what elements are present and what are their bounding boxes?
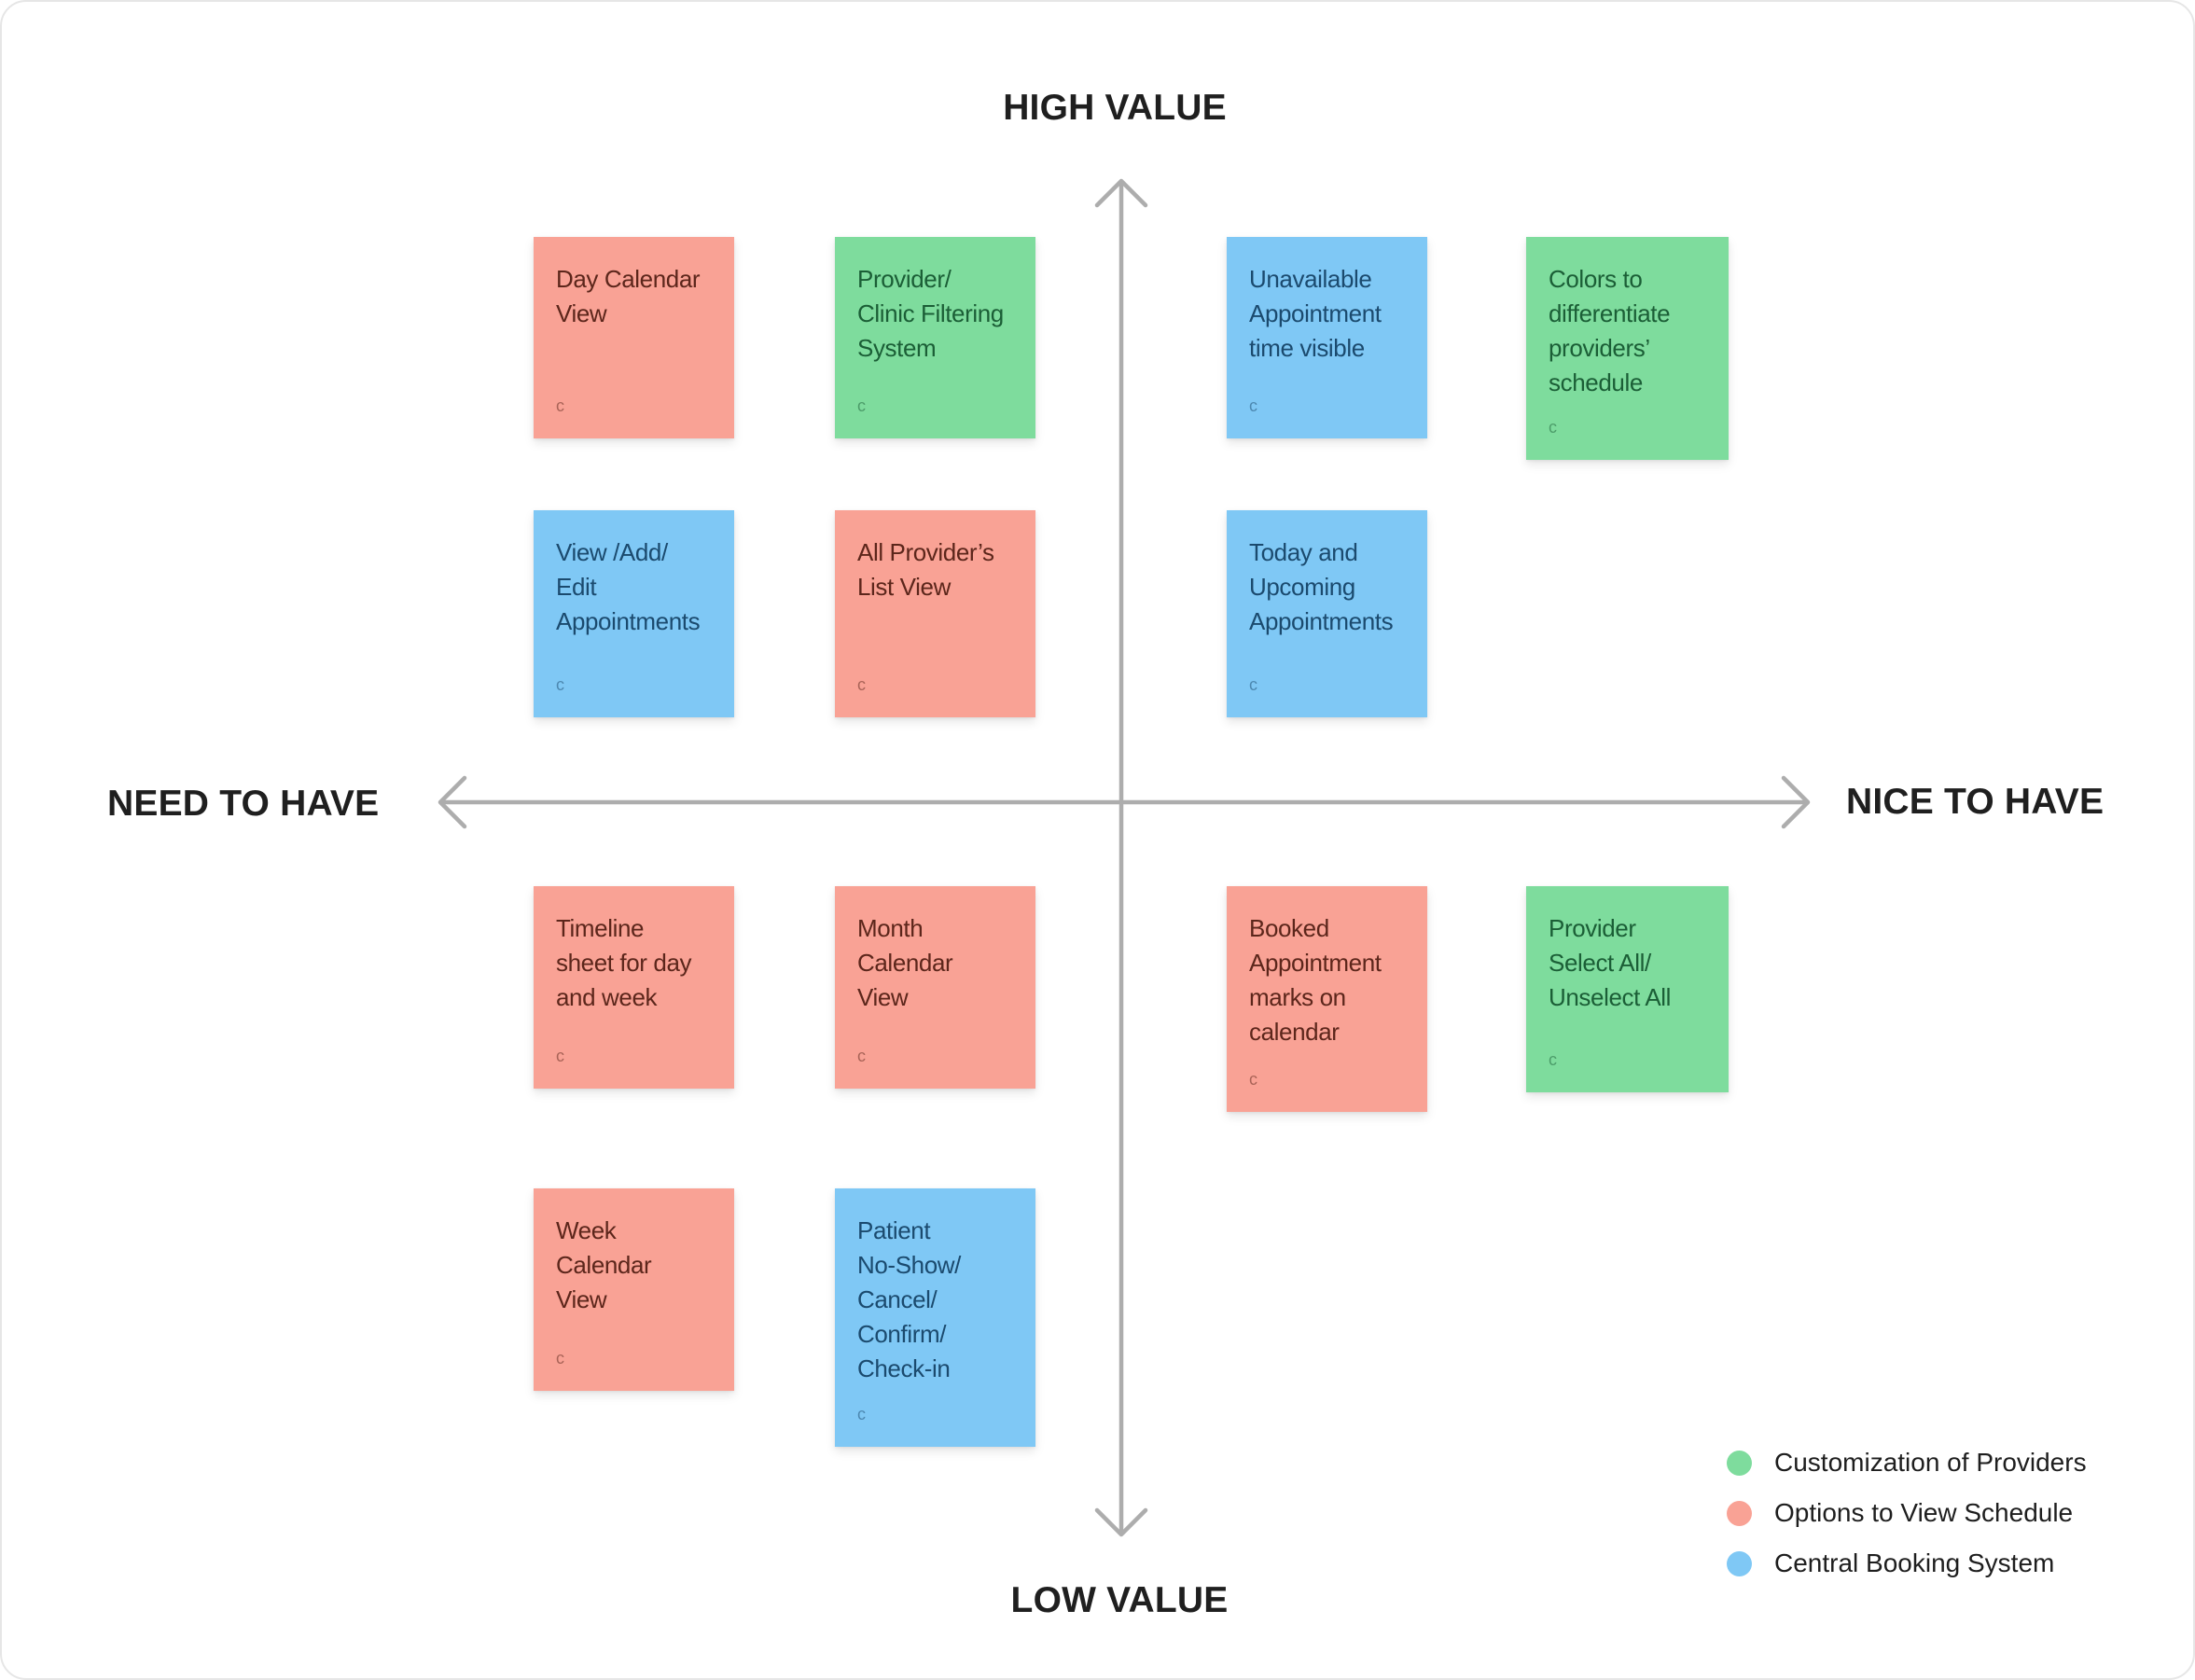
sticky-note-text: Timeline sheet for day and week xyxy=(556,914,692,1011)
axis-label-need-to-have: NEED TO HAVE xyxy=(107,784,380,824)
axis-label-nice-to-have: NICE TO HAVE xyxy=(1846,782,2105,822)
green-dot-icon xyxy=(1727,1450,1752,1476)
sticky-author-initial: c xyxy=(857,675,866,694)
legend-item-customization-of-providers: Customization of Providers xyxy=(1727,1437,2087,1488)
pink-dot-icon xyxy=(1727,1500,1752,1526)
sticky-note-month-calendar-view[interactable]: Month Calendar View c xyxy=(835,886,1035,1089)
sticky-note-booked-appointment-marks-on-calendar[interactable]: Booked Appointment marks on calendar c xyxy=(1227,886,1427,1112)
sticky-author-initial: c xyxy=(556,1047,564,1065)
legend-label: Central Booking System xyxy=(1774,1548,2055,1577)
sticky-author-initial: c xyxy=(1249,396,1257,415)
sticky-note-today-and-upcoming-appointments[interactable]: Today and Upcoming Appointments c xyxy=(1227,510,1427,717)
sticky-note-unavailable-appointment-time-visible[interactable]: Unavailable Appointment time visible c xyxy=(1227,237,1427,438)
sticky-note-colors-differentiate-providers-schedule[interactable]: Colors to differentiate providers’ sched… xyxy=(1526,237,1729,460)
axis-label-high-value: HIGH VALUE xyxy=(1003,88,1227,128)
legend-label: Options to View Schedule xyxy=(1774,1498,2074,1527)
legend-item-central-booking-system: Central Booking System xyxy=(1727,1538,2087,1589)
sticky-author-initial: c xyxy=(857,396,866,415)
left-arrowhead-icon xyxy=(438,775,467,829)
blue-dot-icon xyxy=(1727,1550,1752,1576)
sticky-note-text: Today and Upcoming Appointments xyxy=(1249,538,1394,635)
sticky-note-day-calendar-view[interactable]: Day Calendar View c xyxy=(534,237,734,438)
sticky-note-view-add-edit-appointments[interactable]: View /Add/ Edit Appointments c xyxy=(534,510,734,717)
sticky-author-initial: c xyxy=(1549,418,1557,437)
sticky-author-initial: c xyxy=(857,1047,866,1065)
sticky-author-initial: c xyxy=(556,396,564,415)
legend-item-options-to-view-schedule: Options to View Schedule xyxy=(1727,1488,2087,1538)
sticky-author-initial: c xyxy=(1549,1050,1557,1069)
sticky-author-initial: c xyxy=(1249,1070,1257,1089)
down-arrowhead-icon xyxy=(1094,1507,1148,1537)
legend-label: Customization of Providers xyxy=(1774,1448,2087,1477)
up-arrowhead-icon xyxy=(1094,178,1148,208)
sticky-note-text: View /Add/ Edit Appointments xyxy=(556,538,701,635)
sticky-author-initial: c xyxy=(556,1349,564,1368)
sticky-author-initial: c xyxy=(1249,675,1257,694)
sticky-note-provider-clinic-filtering-system[interactable]: Provider/ Clinic Filtering System c xyxy=(835,237,1035,438)
sticky-author-initial: c xyxy=(857,1405,866,1423)
sticky-note-week-calendar-view[interactable]: Week Calendar View c xyxy=(534,1188,734,1391)
sticky-note-text: Day Calendar View xyxy=(556,265,701,327)
sticky-note-text: Provider Select All/ Unselect All xyxy=(1549,914,1672,1011)
legend: Customization of Providers Options to Vi… xyxy=(1727,1437,2087,1589)
sticky-author-initial: c xyxy=(556,675,564,694)
sticky-note-text: Week Calendar View xyxy=(556,1216,652,1313)
sticky-note-all-providers-list-view[interactable]: All Provider’s List View c xyxy=(835,510,1035,717)
sticky-note-provider-select-all-unselect-all[interactable]: Provider Select All/ Unselect All c xyxy=(1526,886,1729,1092)
sticky-note-timeline-sheet-for-day-and-week[interactable]: Timeline sheet for day and week c xyxy=(534,886,734,1089)
right-arrowhead-icon xyxy=(1781,775,1811,829)
sticky-note-patient-noshow-cancel-confirm-checkin[interactable]: Patient No-Show/ Cancel/ Confirm/ Check-… xyxy=(835,1188,1035,1447)
axis-label-low-value: LOW VALUE xyxy=(1010,1580,1229,1620)
sticky-note-text: Colors to differentiate providers’ sched… xyxy=(1549,265,1671,396)
sticky-note-text: Unavailable Appointment time visible xyxy=(1249,265,1382,362)
sticky-note-text: All Provider’s List View xyxy=(857,538,994,601)
sticky-note-text: Provider/ Clinic Filtering System xyxy=(857,265,1004,362)
sticky-note-text: Month Calendar View xyxy=(857,914,953,1011)
sticky-note-text: Booked Appointment marks on calendar xyxy=(1249,914,1382,1046)
sticky-note-text: Patient No-Show/ Cancel/ Confirm/ Check-… xyxy=(857,1216,961,1382)
